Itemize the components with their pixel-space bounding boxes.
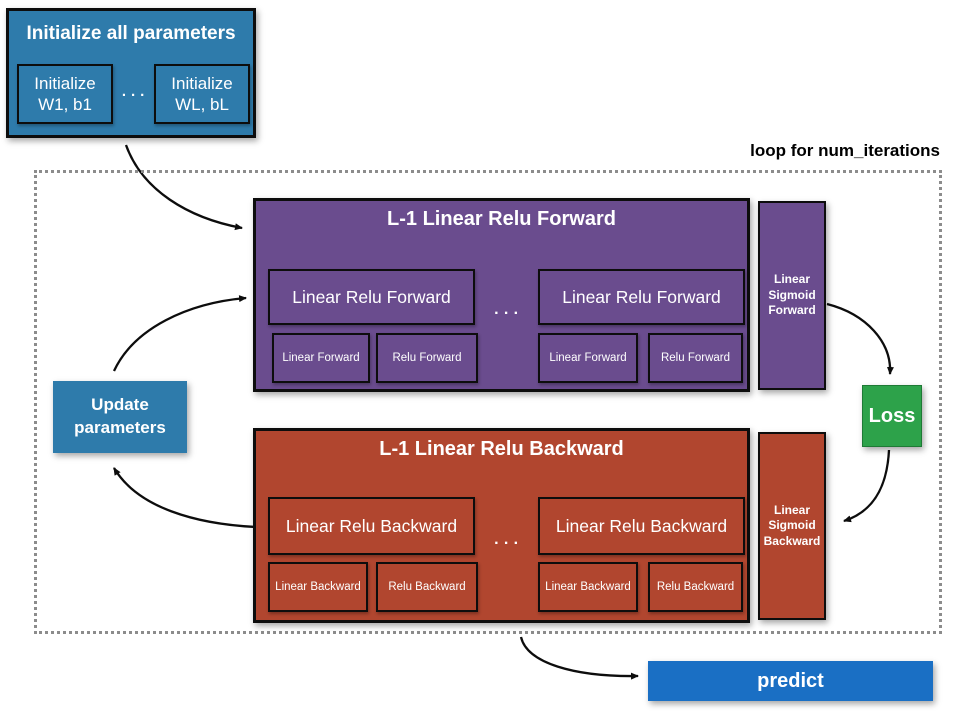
forward-ellipsis: · · · xyxy=(494,305,519,322)
init-ellipsis: · · · xyxy=(121,87,146,104)
forward-title: L-1 Linear Relu Forward xyxy=(387,208,616,230)
relu-forward-box-2: Relu Forward xyxy=(648,333,743,383)
linear-forward-box-2: Linear Forward xyxy=(538,333,638,383)
linear-sigmoid-backward-box: Linear Sigmoid Backward xyxy=(758,432,826,620)
linear-backward-box-1: Linear Backward xyxy=(268,562,368,612)
linear-relu-forward-box-2: Linear Relu Forward xyxy=(538,269,745,325)
initialize-parameters-box: Initialize all parameters Initialize W1,… xyxy=(6,8,256,138)
arrow-loop-to-predict xyxy=(519,636,639,680)
linear-forward-box-1: Linear Forward xyxy=(272,333,370,383)
relu-backward-box-2: Relu Backward xyxy=(648,562,743,612)
loss-box: Loss xyxy=(862,385,922,447)
loop-boundary xyxy=(34,170,942,634)
relu-forward-box-1: Relu Forward xyxy=(376,333,478,383)
linear-backward-box-2: Linear Backward xyxy=(538,562,638,612)
backward-ellipsis: · · · xyxy=(494,535,519,552)
initialize-w1b1-box: Initialize W1, b1 xyxy=(17,64,113,124)
relu-backward-box-1: Relu Backward xyxy=(376,562,478,612)
initialize-title: Initialize all parameters xyxy=(26,23,236,44)
linear-relu-backward-box-2: Linear Relu Backward xyxy=(538,497,745,555)
loop-label: loop for num_iterations xyxy=(750,141,940,160)
linear-relu-forward-box-1: Linear Relu Forward xyxy=(268,269,475,325)
update-parameters-box: Update parameters xyxy=(53,381,187,453)
backward-title: L-1 Linear Relu Backward xyxy=(379,438,624,460)
initialize-wlbl-box: Initialize WL, bL xyxy=(154,64,250,124)
linear-relu-backward-box-1: Linear Relu Backward xyxy=(268,497,475,555)
linear-relu-forward-group-box: L-1 Linear Relu Forward Linear Relu Forw… xyxy=(253,198,750,392)
predict-box: predict xyxy=(648,661,933,701)
linear-relu-backward-group-box: L-1 Linear Relu Backward Linear Relu Bac… xyxy=(253,428,750,623)
linear-sigmoid-forward-box: Linear Sigmoid Forward xyxy=(758,201,826,390)
